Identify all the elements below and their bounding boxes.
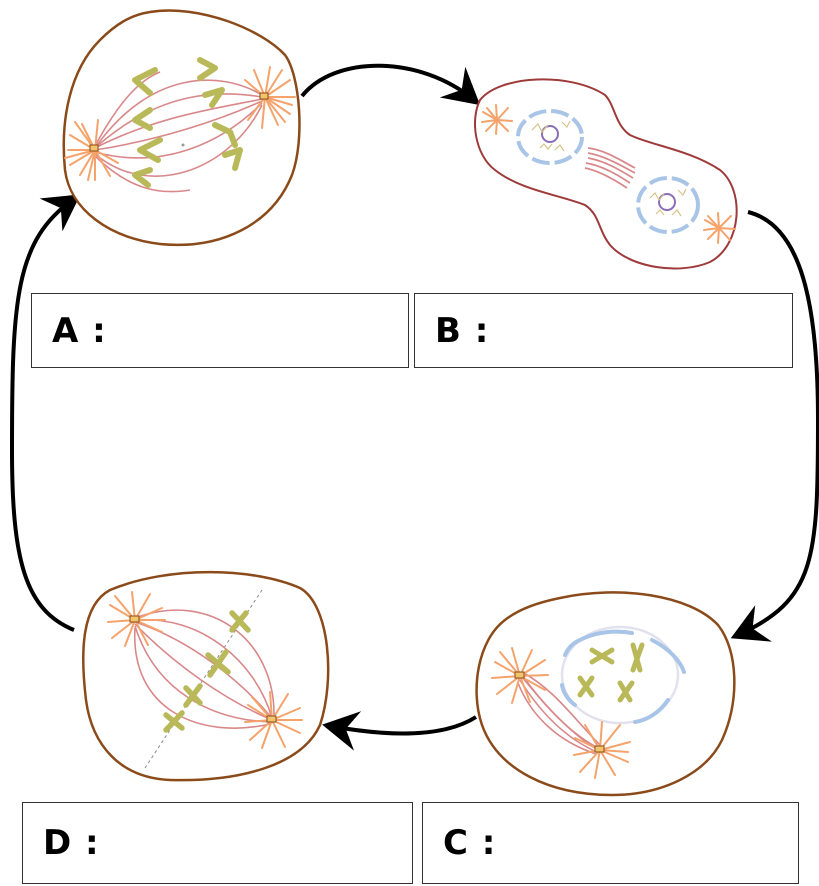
- cell-a-aster-right: [244, 66, 296, 129]
- label-c: C :: [443, 823, 497, 863]
- cell-a: [62, 9, 301, 247]
- cell-b-nucleus-top: [516, 109, 584, 165]
- cell-c-chromosomes: [577, 642, 645, 703]
- cell-d-chromosomes: [163, 610, 251, 733]
- cell-b-midbody: [584, 147, 636, 189]
- cell-c: [475, 591, 736, 797]
- cell-a-membrane: [62, 9, 301, 247]
- arrow-d-to-a: [9, 194, 81, 632]
- cell-a-chromosomes: [132, 57, 243, 188]
- cell-a-spindle: [94, 71, 263, 193]
- label-a: A :: [52, 310, 107, 351]
- label-b: B :: [435, 310, 490, 351]
- cell-b-aster-left: [481, 104, 513, 135]
- cell-b-aster-right: [703, 212, 736, 244]
- arrow-c-to-d: [322, 711, 478, 751]
- arrow-b-to-c: [730, 210, 819, 642]
- cell-b: [474, 78, 738, 270]
- cell-c-nuclear-envelope-fragments: [560, 629, 686, 724]
- label-d: D :: [43, 823, 100, 863]
- cell-b-membrane: [474, 78, 738, 270]
- cell-c-nucleus: [560, 625, 680, 725]
- answer-box-c[interactable]: C :: [422, 802, 799, 884]
- cell-b-nucleus-bottom: [636, 176, 700, 234]
- answer-box-a[interactable]: A :: [31, 293, 409, 368]
- arrow-a-to-b: [300, 63, 481, 106]
- answer-box-b[interactable]: B :: [414, 293, 793, 368]
- answer-box-d[interactable]: D :: [22, 802, 413, 884]
- cell-d: [82, 570, 330, 782]
- cell-c-aster-left: [491, 647, 549, 704]
- cell-c-membrane: [475, 591, 736, 797]
